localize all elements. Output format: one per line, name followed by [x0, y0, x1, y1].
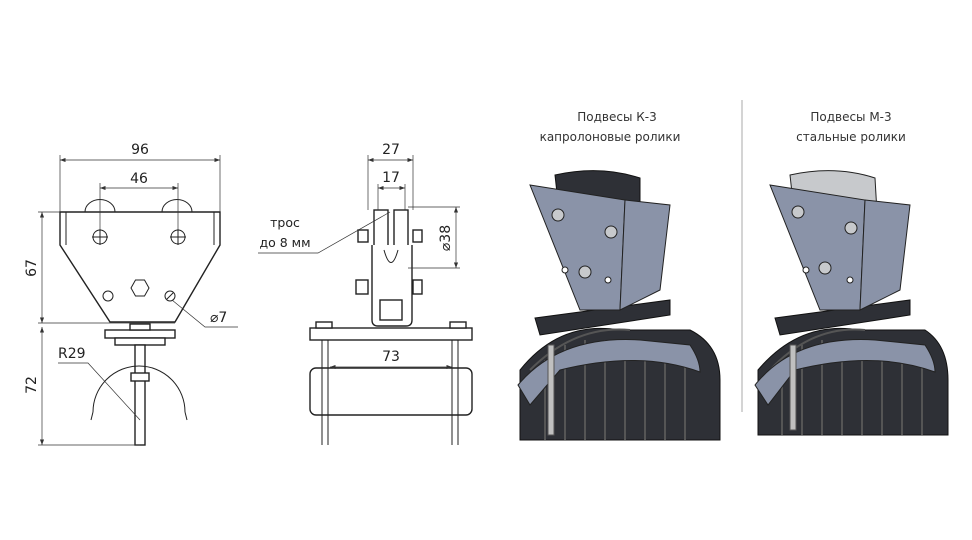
- product-render: [517, 170, 721, 441]
- product-subtitle: стальные ролики: [796, 130, 906, 144]
- dim-width-96: 96: [131, 142, 149, 158]
- cable-label-line1: трос: [270, 215, 300, 230]
- dim-width-27: 27: [382, 142, 400, 158]
- dim-roller-diameter: ⌀38: [438, 225, 454, 251]
- product-title: Подвесы К-3: [577, 110, 657, 124]
- dim-radius: R29: [58, 346, 86, 362]
- dim-height-67: 67: [24, 259, 40, 277]
- dim-hole-diameter: ⌀7: [210, 310, 227, 326]
- product-subtitle: капролоновые ролики: [540, 130, 681, 144]
- product-m3: Подвесы М-3 стальные ролики: [754, 110, 949, 436]
- dim-inner-17: 17: [382, 170, 400, 186]
- dim-height-72: 72: [24, 376, 40, 394]
- cable-label-line2: до 8 мм: [259, 235, 310, 250]
- product-render: [754, 170, 949, 436]
- side-view: 27 17 ⌀38 трос до 8 мм 73: [258, 142, 473, 445]
- carriage-plate: [59, 211, 221, 323]
- front-view: 96 46 67 72 R29 ⌀7: [24, 142, 238, 446]
- cable-clamp-block: [309, 367, 473, 416]
- dim-plate-73: 73: [382, 349, 400, 365]
- mounting-plate: [309, 327, 473, 341]
- product-k3: Подвесы К-3 капролоновые ролики: [517, 110, 721, 441]
- hex-nut: [130, 279, 150, 297]
- dim-bolt-spacing: 46: [130, 171, 148, 187]
- product-title: Подвесы М-3: [810, 110, 891, 124]
